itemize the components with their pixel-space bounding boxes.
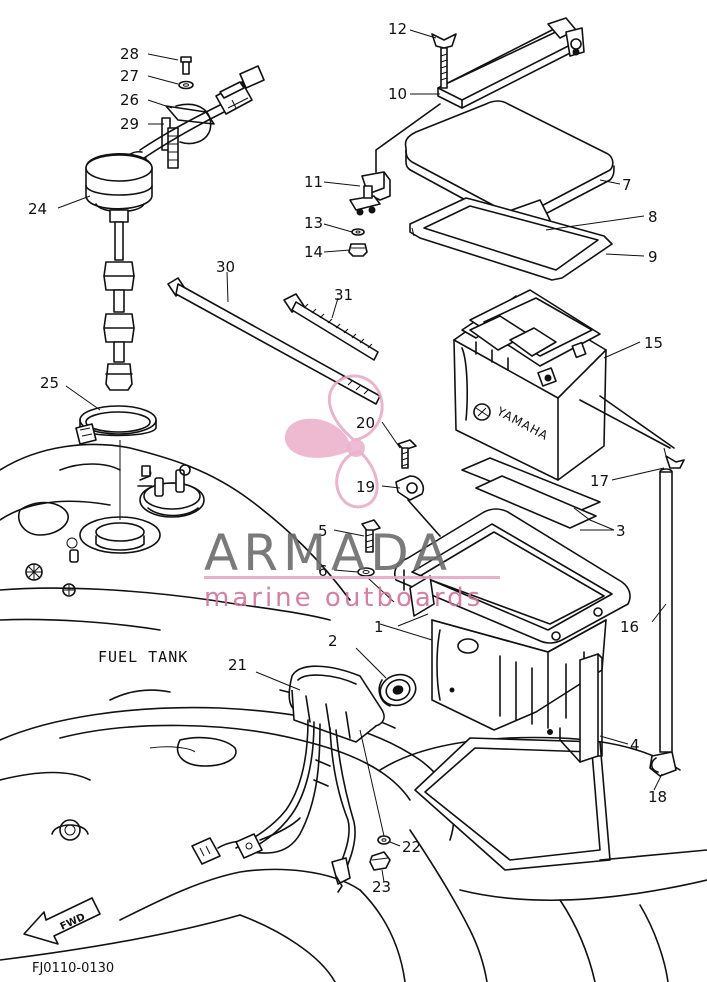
callout-28: 28	[120, 45, 139, 63]
callout-4: 4	[630, 736, 640, 754]
propeller-logo-icon	[284, 374, 384, 509]
callout-24: 24	[28, 200, 47, 218]
fwd-arrow: FWD	[23, 897, 101, 945]
callout-30: 30	[216, 258, 235, 276]
callout-17: 17	[590, 472, 609, 490]
bracket-and-nut	[348, 171, 391, 257]
wiring-harness	[191, 665, 417, 893]
callout-16: 16	[620, 618, 639, 636]
battery: YAMAHA	[453, 289, 675, 481]
callout-labels: 28 27 26 29 24 25 30 31 12 10 11 13 14 7…	[28, 20, 667, 896]
callout-15: 15	[644, 334, 663, 352]
leader-lines	[57, 29, 667, 883]
battery-cover	[404, 100, 615, 281]
callout-23: 23	[372, 878, 391, 896]
callout-27: 27	[120, 67, 139, 85]
callout-9: 9	[648, 248, 658, 266]
fuel-tank-opening	[79, 464, 205, 554]
callout-14: 14	[304, 243, 323, 261]
watermark-divider	[204, 576, 500, 579]
fuel-sender-assembly	[75, 56, 265, 520]
callout-12: 12	[388, 20, 407, 38]
cable-ties	[167, 277, 381, 405]
callout-26: 26	[120, 91, 139, 109]
watermark: ARMADA marine outboards	[204, 374, 500, 613]
callout-19: 19	[356, 478, 375, 496]
callout-20: 20	[356, 414, 375, 432]
callout-1: 1	[374, 618, 384, 636]
callout-21: 21	[228, 656, 247, 674]
callout-5: 5	[318, 522, 328, 540]
callout-8: 8	[648, 208, 658, 226]
battery-hold-down-bar	[375, 17, 585, 173]
vent-tube	[649, 447, 685, 777]
callout-2: 2	[328, 632, 338, 650]
callout-7: 7	[622, 176, 632, 194]
watermark-brand: ARMADA	[204, 524, 452, 582]
callout-6: 6	[318, 562, 328, 580]
watermark-tagline: marine outboards	[204, 583, 483, 613]
callout-13: 13	[304, 214, 323, 232]
callout-31: 31	[334, 286, 353, 304]
callout-22: 22	[402, 838, 421, 856]
callout-3: 3	[616, 522, 626, 540]
fuel-tank-label: FUEL TANK	[98, 648, 188, 666]
battery-box	[393, 457, 631, 763]
callout-10: 10	[388, 85, 407, 103]
callout-11: 11	[304, 173, 323, 191]
callout-29: 29	[120, 115, 139, 133]
drawing-code: FJ0110-0130	[32, 961, 114, 976]
callout-25: 25	[40, 374, 59, 392]
callout-18: 18	[648, 788, 667, 806]
